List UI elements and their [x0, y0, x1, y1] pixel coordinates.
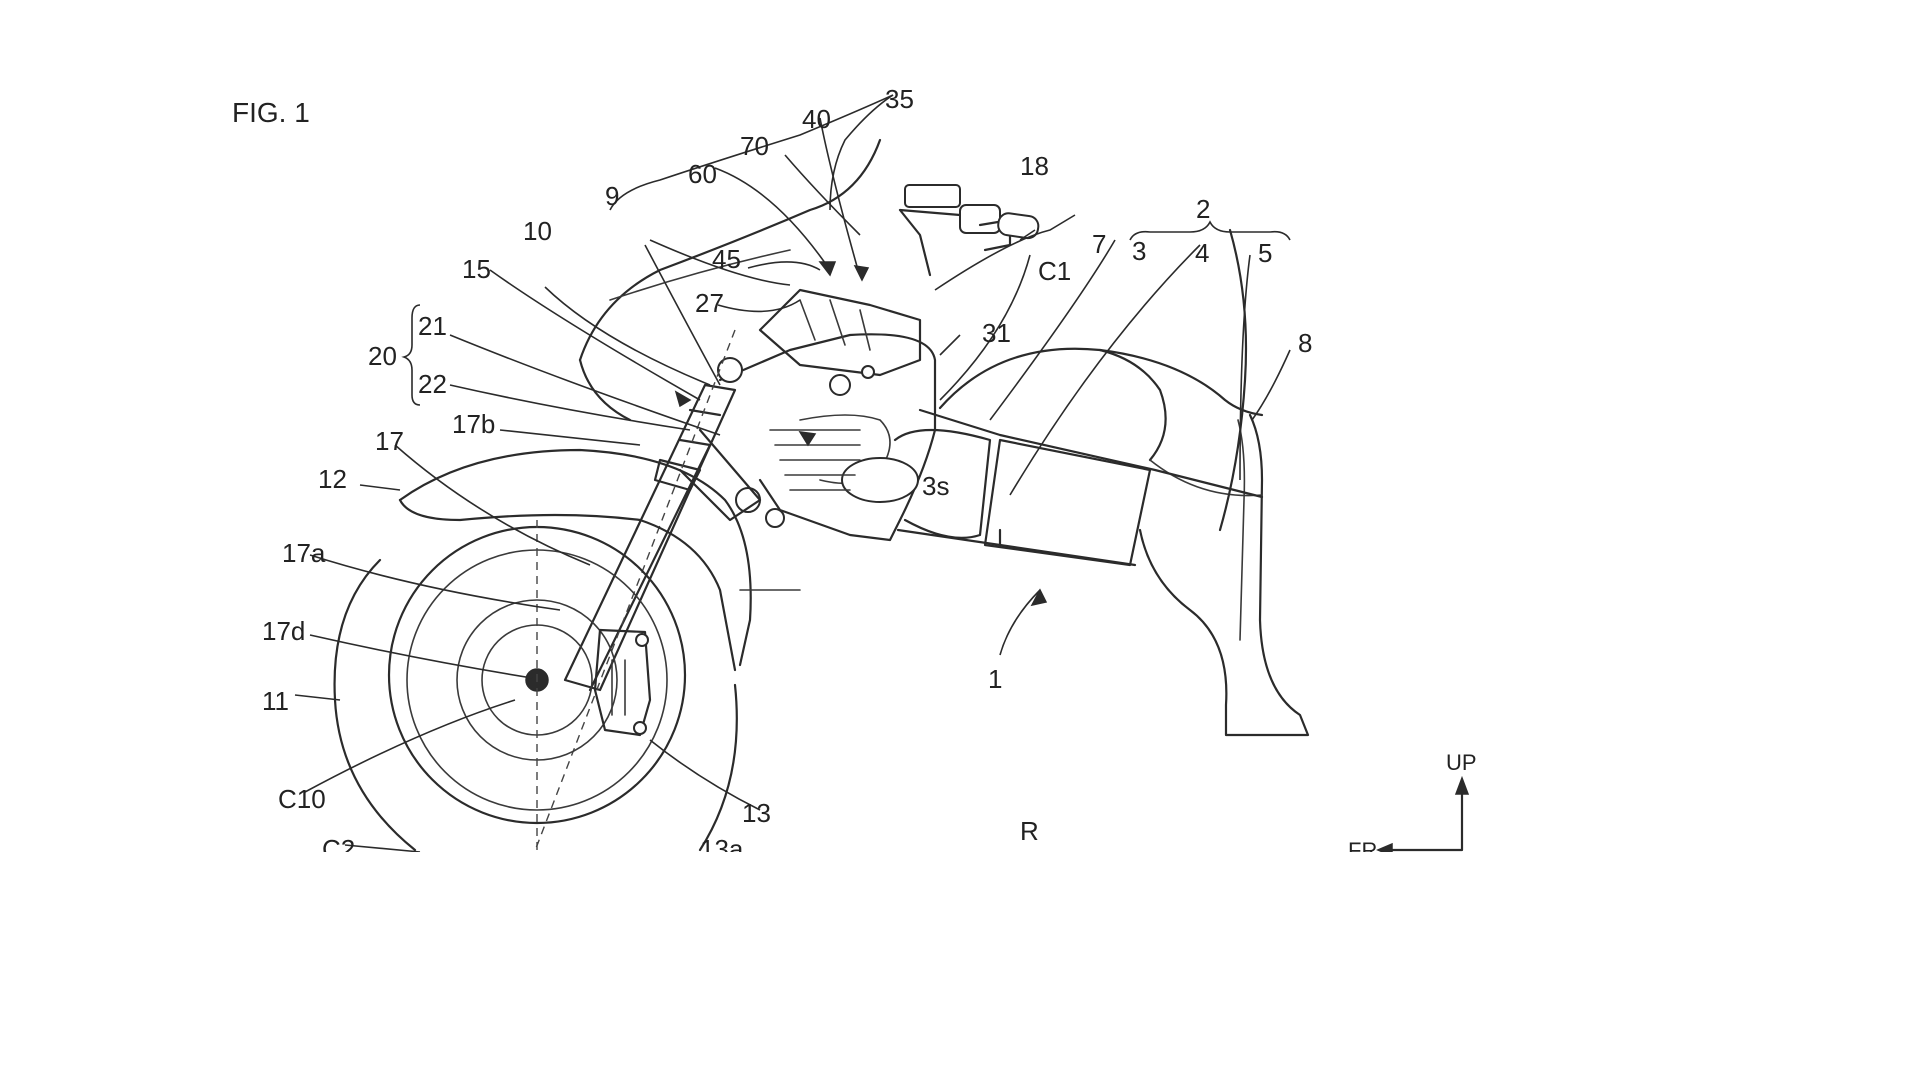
label-7: 7	[1092, 229, 1106, 259]
label-C10: C10	[278, 784, 326, 814]
label-27: 27	[695, 288, 724, 318]
label-UP: UP	[1446, 750, 1477, 775]
label-3: 3	[1132, 236, 1146, 266]
label-12: 12	[318, 464, 347, 494]
label-13: 13	[742, 798, 771, 828]
label-5: 5	[1258, 238, 1272, 268]
lower-blank-area	[0, 852, 1920, 1080]
handlebar	[900, 185, 1040, 275]
label-8: 8	[1298, 328, 1312, 358]
main-frame	[895, 410, 1262, 565]
label-4: 4	[1195, 238, 1209, 268]
label-20: 20	[368, 341, 397, 371]
label-R: R	[1020, 816, 1039, 846]
label-1: 1	[988, 664, 1002, 694]
label-35: 35	[885, 84, 914, 114]
label-60: 60	[688, 159, 717, 189]
front-wheel	[335, 520, 737, 850]
label-21: 21	[418, 311, 447, 341]
label-70: 70	[740, 131, 769, 161]
label-C1: C1	[1038, 256, 1071, 286]
steering-assembly	[718, 290, 935, 540]
label-3s: 3s	[922, 471, 949, 501]
label-18: 18	[1020, 151, 1049, 181]
label-17b: 17b	[452, 409, 495, 439]
rear-body-cover	[1140, 415, 1308, 735]
label-11: 11	[262, 686, 289, 716]
leader-lines	[290, 95, 1290, 852]
figure-title: FIG. 1	[232, 97, 310, 128]
label-2: 2	[1196, 194, 1210, 224]
direction-indicator	[1378, 778, 1468, 856]
label-22: 22	[418, 369, 447, 399]
label-17a: 17a	[282, 538, 326, 568]
label-15: 15	[462, 254, 491, 284]
label-17: 17	[375, 426, 404, 456]
label-31: 31	[982, 318, 1011, 348]
label-40: 40	[802, 104, 831, 134]
label-17d: 17d	[262, 616, 305, 646]
label-45: 45	[712, 244, 741, 274]
label-10: 10	[523, 216, 552, 246]
label-9: 9	[605, 181, 619, 211]
